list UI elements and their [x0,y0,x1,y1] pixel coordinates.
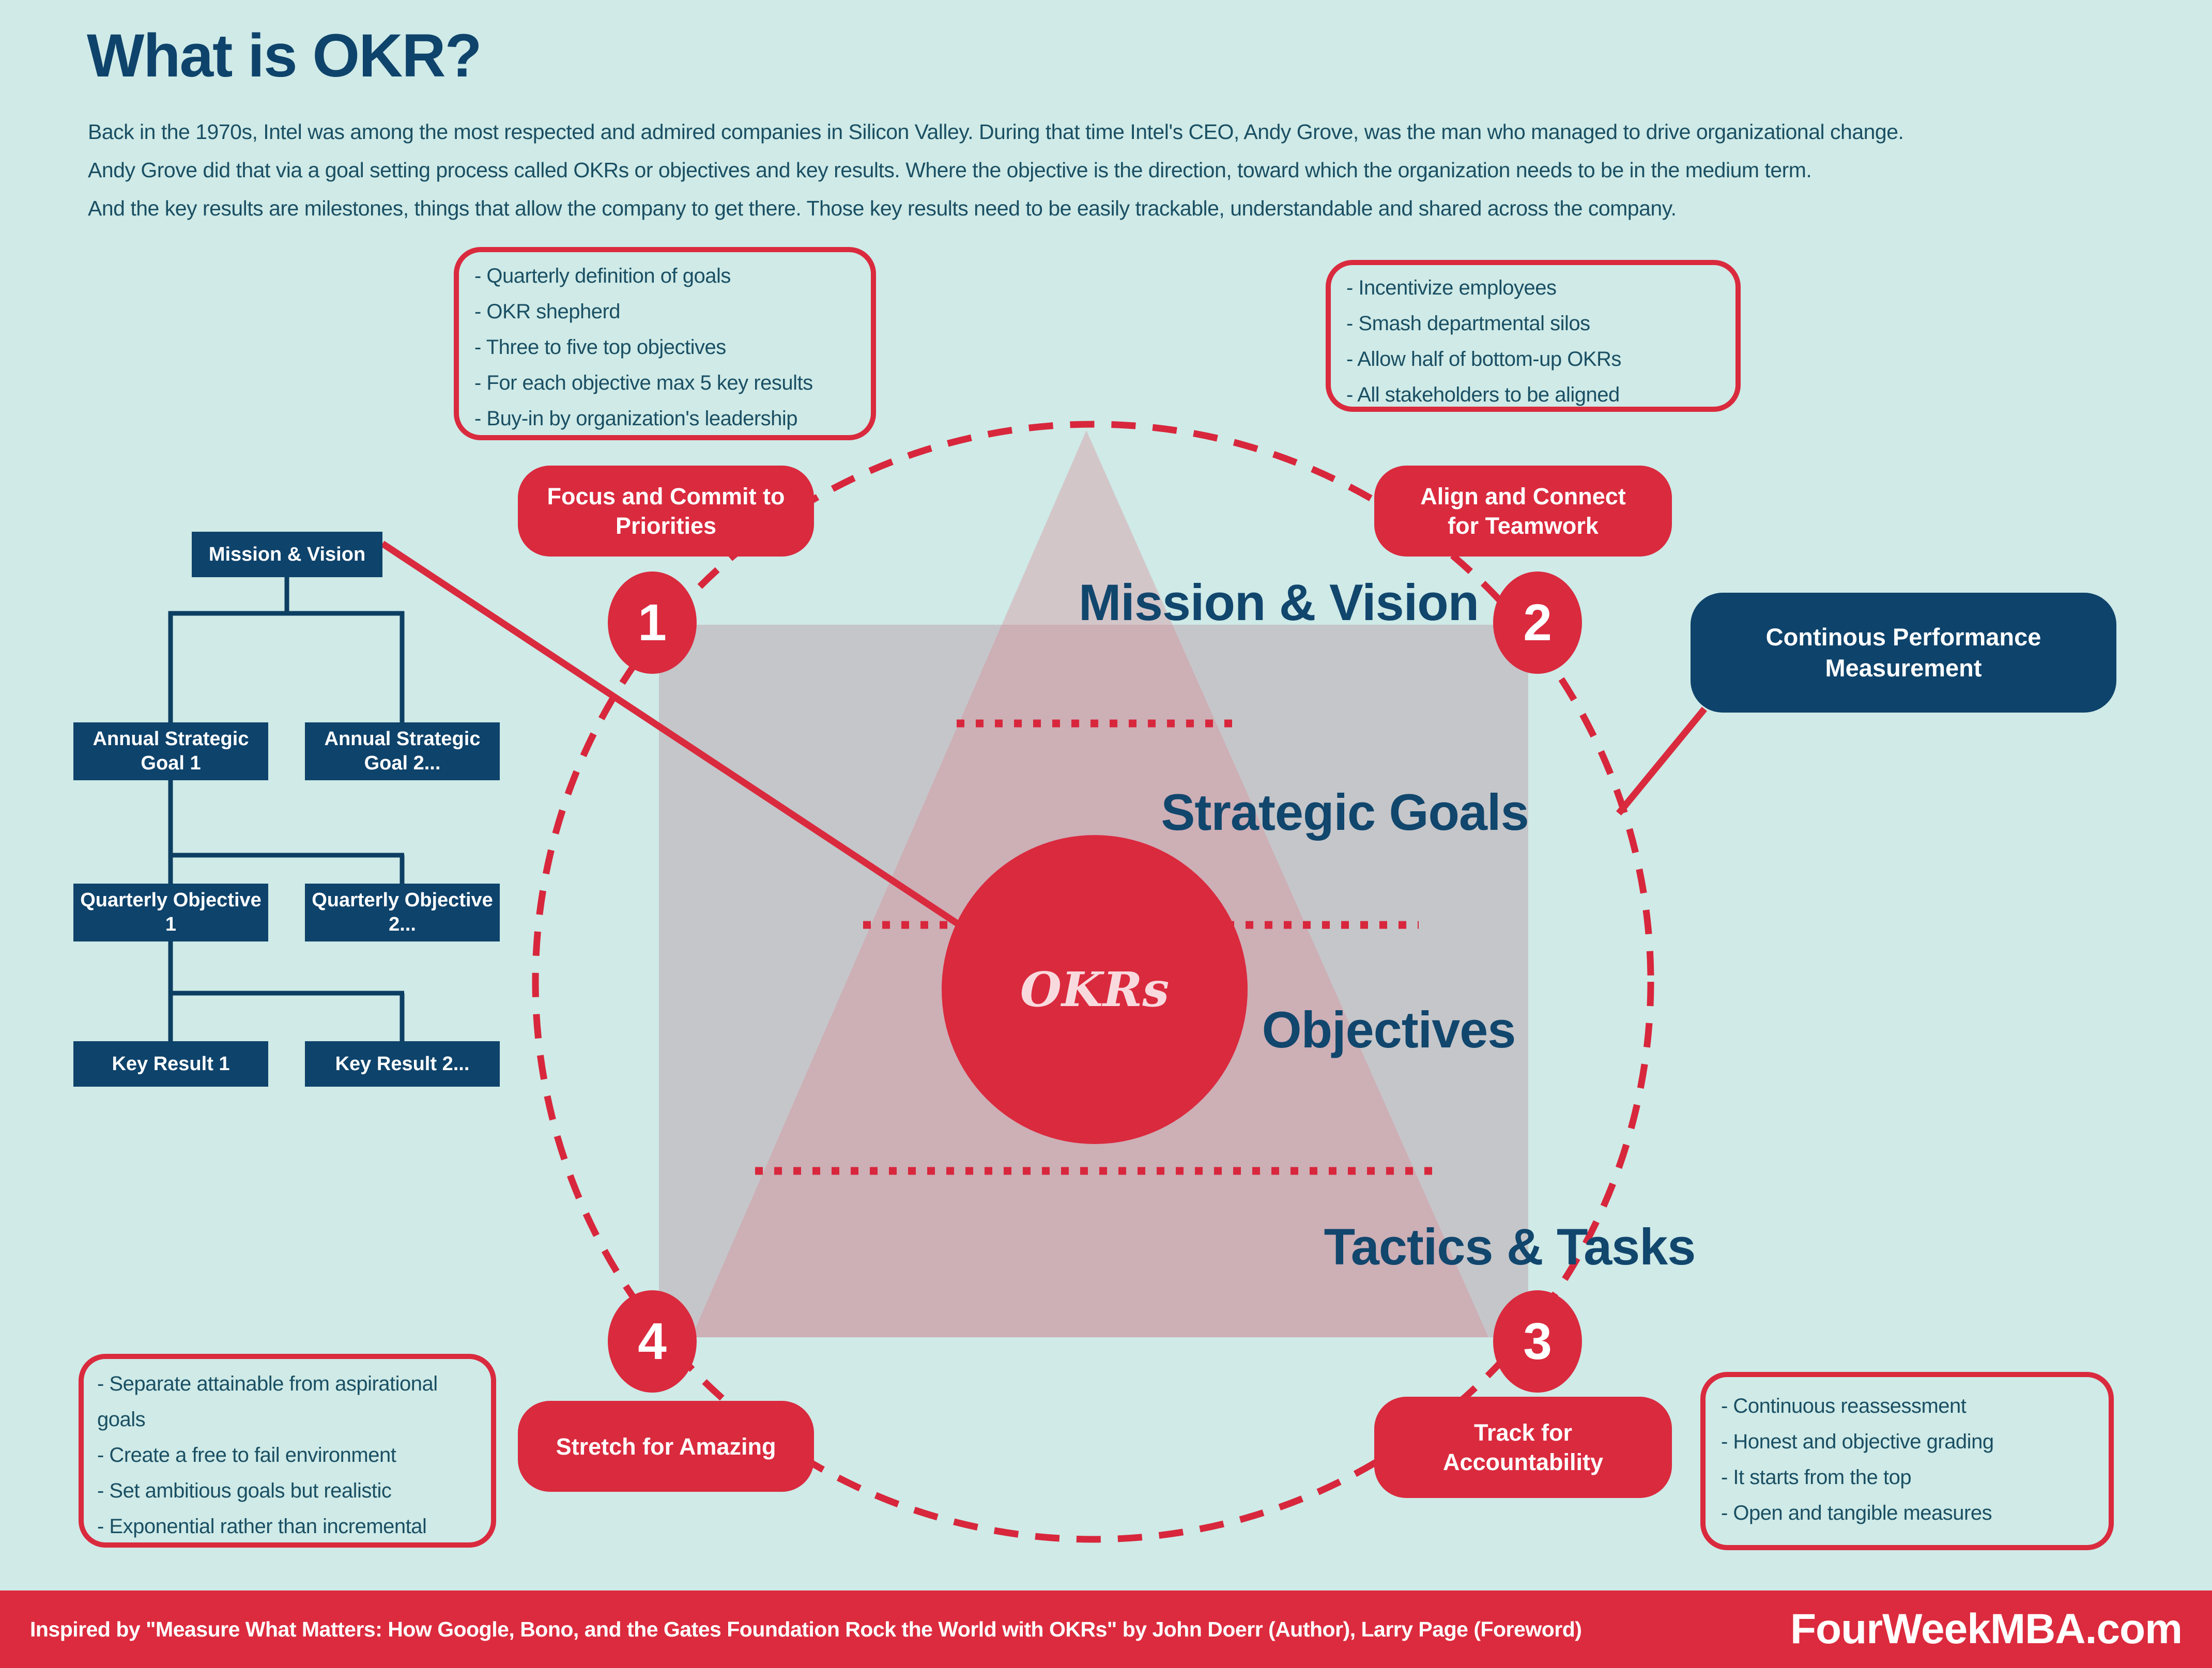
callout-line: - Exponential rather than incremental [97,1515,427,1538]
tree-connector-level-2 [168,780,405,884]
step-number-1: 1 [608,572,697,674]
step-pill-focus-and-commit: Focus and Commit to Priorities [518,466,814,557]
callout-line: - Incentivize employees [1346,276,1557,299]
callout-line: - Allow half of bottom-up OKRs [1346,348,1621,370]
pill-label-line: Align and Connect [1420,483,1626,509]
pyramid-level-strategic-goals: Strategic Goals [1161,783,1529,841]
callout-line: - Separate attainable from aspirational [97,1372,438,1395]
tree-box-mission-vision: Mission & Vision [192,532,382,577]
callout-line: - It starts from the top [1721,1466,1912,1489]
tree-connector-level-3 [168,941,405,1041]
pill-label-line: for Teamwork [1448,513,1599,539]
footer-bar: Inspired by "Measure What Matters: How G… [0,1590,2212,1668]
callout-track-details: - Continuous reassessment - Honest and o… [1700,1372,2114,1550]
okrs-label: OKRs [1020,962,1170,1017]
tree-box-key-result-1: Key Result 1 [73,1041,268,1087]
okrs-center-circle: OKRs [942,835,1248,1144]
tree-to-okr-connector-line [380,540,987,945]
okr-cycle-dashed-circle [532,421,1654,1543]
intro-line: And the key results are milestones, thin… [88,196,1677,220]
callout-line: - Buy-in by organization's leadership [474,407,798,430]
callout-line: - For each objective max 5 key results [474,372,813,394]
tree-box-key-result-2: Key Result 2... [305,1041,500,1087]
step-number-4: 4 [608,1290,697,1393]
tree-box-annual-goal-1: Annual Strategic Goal 1 [73,722,268,780]
perf-box-line: Measurement [1825,654,1982,682]
callout-line: - Smash departmental silos [1346,312,1590,335]
callout-line: - Open and tangible measures [1721,1502,1992,1524]
tree-box-quarterly-objective-1: Quarterly Objective 1 [73,884,268,941]
continuous-performance-box: Continous Performance Measurement [1691,593,2116,713]
callout-line: - Create a free to fail environment [97,1444,396,1466]
step-number-3: 3 [1493,1290,1582,1393]
footer-brand: FourWeekMBA.com [1790,1605,2183,1652]
step-pill-stretch-for-amazing: Stretch for Amazing [518,1401,814,1492]
callout-line: - All stakeholders to be aligned [1346,383,1620,406]
pill-label-line: Accountability [1442,1449,1604,1475]
intro-line: Andy Grove did that via a goal setting p… [88,158,1812,182]
callout-focus-details: - Quarterly definition of goals - OKR sh… [454,247,876,440]
step-pill-track-for-accountability: Track for Accountability [1374,1397,1672,1498]
callout-line: - OKR shepherd [474,300,621,323]
pill-label-line: Focus and Commit to [547,483,785,509]
pill-label-line: Priorities [615,513,717,539]
performance-box-connector-line [1616,706,1708,816]
pyramid-level-mission-vision: Mission & Vision [1078,574,1479,631]
page-title: What is OKR? [87,22,482,90]
callout-line: - Three to five top objectives [474,336,726,359]
callout-line: - Honest and objective grading [1721,1430,1994,1453]
pyramid-level-tactics-tasks: Tactics & Tasks [1324,1218,1696,1275]
footer-credit: Inspired by "Measure What Matters: How G… [30,1617,1582,1641]
callout-line: - Quarterly definition of goals [474,265,731,287]
callout-line: - Continuous reassessment [1721,1395,1967,1417]
pill-label-line: Stretch for Amazing [556,1433,776,1460]
callout-stretch-details: - Separate attainable from aspirational … [79,1354,496,1548]
perf-box-line: Continous Performance [1765,623,2041,651]
intro-line: Back in the 1970s, Intel was among the m… [88,120,1904,144]
callout-line: - Set ambitious goals but realistic [97,1479,392,1502]
tree-box-annual-goal-2: Annual Strategic Goal 2... [305,722,500,780]
intro-paragraph: Back in the 1970s, Intel was among the m… [88,113,1904,227]
callout-line: goals [97,1408,146,1431]
tree-connector-level-1 [168,577,405,722]
tree-box-quarterly-objective-2: Quarterly Objective 2... [305,884,500,941]
callout-align-details: - Incentivize employees - Smash departme… [1326,260,1741,412]
pyramid-level-objectives: Objectives [1262,1001,1516,1058]
step-number-2: 2 [1493,572,1582,674]
pill-label-line: Track for [1473,1419,1573,1446]
step-pill-align-and-connect: Align and Connect for Teamwork [1374,466,1672,557]
